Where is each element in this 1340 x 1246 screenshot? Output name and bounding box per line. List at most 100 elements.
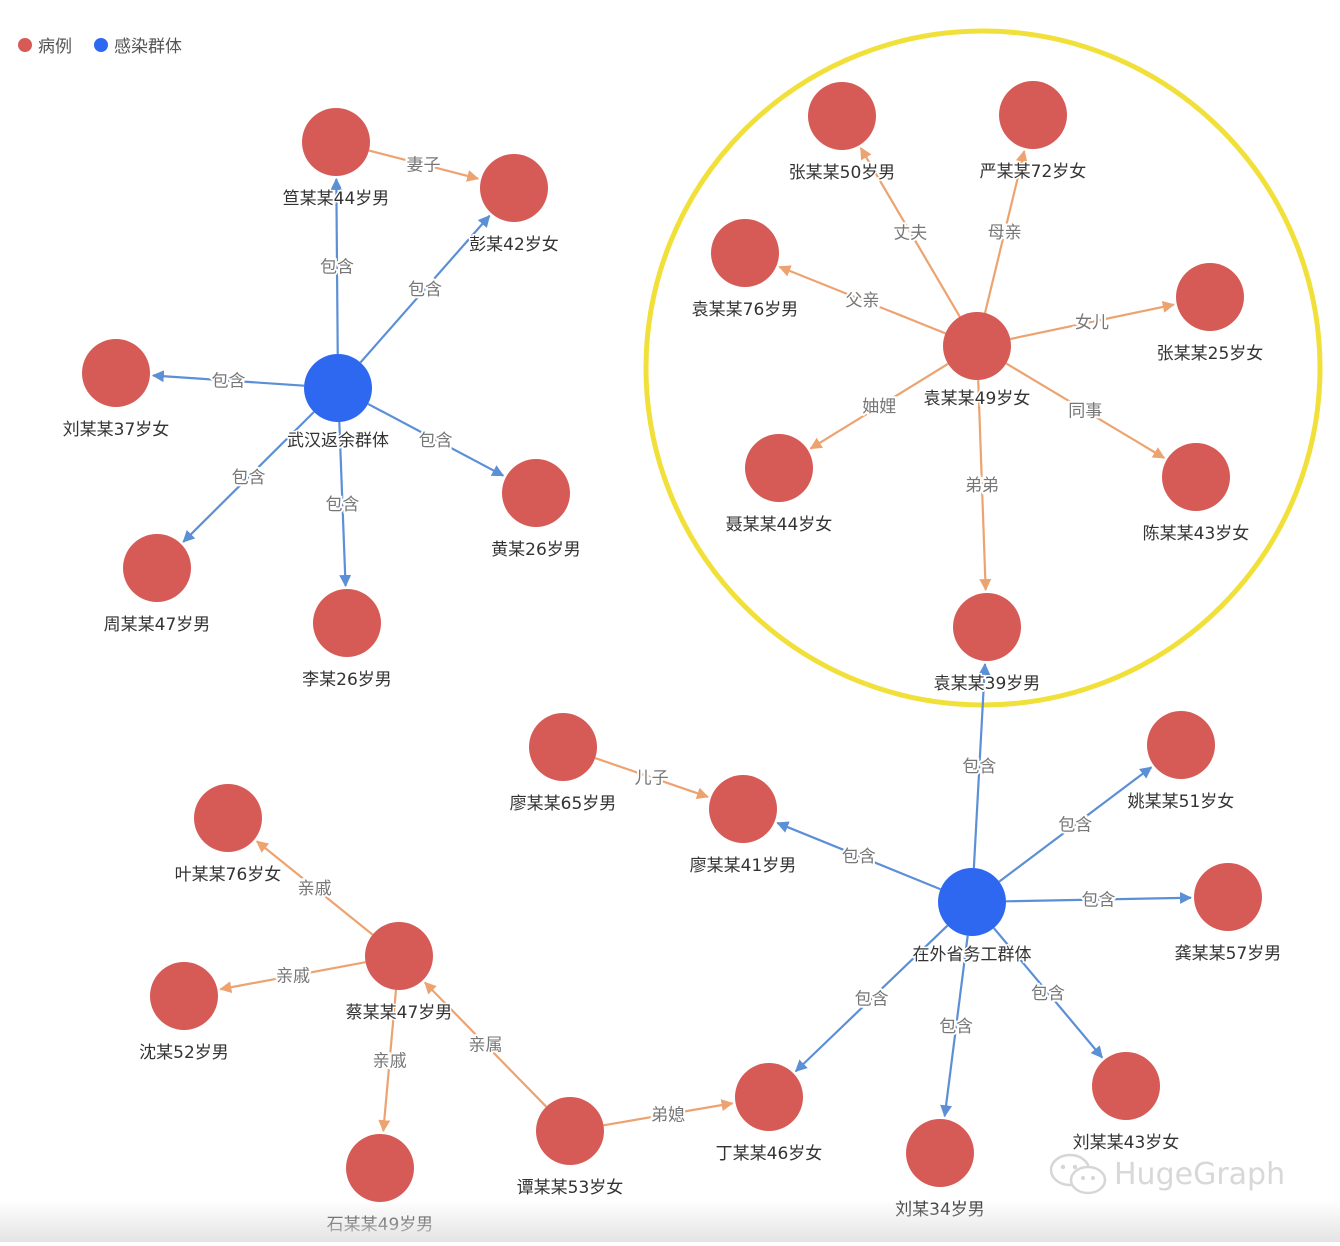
case-node-liao41[interactable] [709, 775, 777, 843]
group-node-wuhan[interactable] [304, 354, 372, 422]
edge-wuhan-zhou47[interactable] [182, 411, 315, 543]
edge-label: 包含 [325, 495, 359, 515]
edge-yuan49-nie44[interactable] [809, 362, 949, 450]
case-node-huang26[interactable] [502, 459, 570, 527]
case-node-chen43[interactable] [1162, 443, 1230, 511]
edge-label: 包含 [1031, 984, 1065, 1004]
case-node-peng42[interactable] [480, 154, 548, 222]
case-node-nie44[interactable] [745, 434, 813, 502]
nodes-layer [82, 81, 1262, 1202]
node-label-waisheng: 在外省务工群体 [913, 945, 1032, 965]
edge-cai47-shen52[interactable] [219, 961, 366, 994]
node-label-ding46: 丁某某46岁女 [716, 1144, 823, 1164]
node-label-yao51: 姚某某51岁女 [1128, 792, 1235, 812]
edge-label: 包含 [855, 989, 889, 1009]
edge-label: 包含 [232, 468, 266, 488]
edge-label: 包含 [1058, 815, 1092, 835]
node-label-zhou47: 周某某47岁男 [104, 615, 211, 635]
case-node-liao65[interactable] [529, 713, 597, 781]
case-node-liu37[interactable] [82, 339, 150, 407]
edge-yuan49-yuan76[interactable] [778, 265, 946, 335]
case-node-li26[interactable] [313, 589, 381, 657]
case-node-yuan76[interactable] [711, 219, 779, 287]
edge-yuan49-zhang50[interactable] [859, 147, 961, 318]
node-label-liu37: 刘某某37岁女 [63, 420, 170, 440]
case-node-xuan44[interactable] [302, 108, 370, 176]
case-node-shen52[interactable] [150, 962, 218, 1030]
case-node-shi49[interactable] [346, 1134, 414, 1202]
edge-xuan44-peng42[interactable] [368, 149, 480, 182]
case-node-liu43[interactable] [1092, 1052, 1160, 1120]
node-labels-layer: 武汉返余群体在外省务工群体笪某某44岁男彭某42岁女刘某某37岁女黄某26岁男周… [61, 161, 1283, 1237]
case-node-ding46[interactable] [735, 1063, 803, 1131]
case-node-gong57[interactable] [1194, 863, 1262, 931]
edge-waisheng-yao51[interactable] [998, 766, 1153, 883]
edge-label: 包含 [962, 757, 996, 777]
edge-cai47-ye76[interactable] [256, 840, 374, 936]
legend-group-dot [94, 37, 108, 52]
watermark-text: HugeGraph [1114, 1156, 1286, 1192]
edge-waisheng-yuan39[interactable] [972, 662, 991, 869]
edge-label: 亲戚 [373, 1052, 407, 1072]
node-label-liu43: 刘某某43岁女 [1073, 1133, 1180, 1153]
node-label-ye76: 叶某某76岁女 [175, 865, 282, 885]
edge-tan53-ding46[interactable] [603, 1099, 734, 1127]
edge-label: 亲属 [469, 1036, 503, 1056]
edge-tan53-cai47[interactable] [424, 981, 548, 1108]
legend-item-group[interactable]: 感染群体 [94, 32, 182, 57]
edge-waisheng-gong57[interactable] [1005, 891, 1193, 904]
edge-wuhan-huang26[interactable] [367, 402, 505, 477]
edge-yuan49-yan72[interactable] [983, 149, 1028, 314]
node-label-cai47: 蔡某某47岁男 [346, 1003, 453, 1023]
edge-wuhan-peng42[interactable] [359, 215, 491, 364]
legend-item-case[interactable]: 病例 [18, 32, 72, 57]
node-label-zhang50: 张某某50岁男 [789, 163, 896, 183]
case-node-yao51[interactable] [1147, 711, 1215, 779]
case-node-zhang25[interactable] [1176, 263, 1244, 331]
node-label-peng42: 彭某42岁女 [469, 235, 559, 255]
case-node-yuan39[interactable] [953, 593, 1021, 661]
case-node-yan72[interactable] [999, 81, 1067, 149]
node-label-liao41: 廖某某41岁男 [690, 856, 797, 876]
group-node-waisheng[interactable] [938, 868, 1006, 936]
edge-yuan49-yuan39[interactable] [977, 379, 992, 592]
legend: 病例 感染群体 [18, 32, 204, 57]
edge-waisheng-liu34[interactable] [940, 935, 969, 1118]
edge-wuhan-xuan44[interactable] [330, 177, 343, 355]
node-label-yuan39: 袁某某39岁男 [934, 674, 1041, 694]
node-label-chen43: 陈某某43岁女 [1143, 524, 1250, 544]
edge-liao65-liao41[interactable] [594, 757, 709, 800]
edge-label: 儿子 [635, 769, 669, 789]
edge-label: 包含 [1082, 891, 1116, 911]
edge-waisheng-ding46[interactable] [794, 924, 949, 1073]
edge-label: 包含 [211, 372, 245, 392]
edge-wuhan-li26[interactable] [338, 421, 352, 588]
node-label-shen52: 沈某52岁男 [139, 1043, 229, 1063]
edge-waisheng-liao41[interactable] [776, 821, 941, 891]
edge-label: 女儿 [1075, 313, 1109, 333]
edge-label: 包含 [320, 257, 354, 277]
edge-waisheng-liu43[interactable] [992, 927, 1104, 1059]
case-node-liu34[interactable] [906, 1119, 974, 1187]
edge-cai47-shi49[interactable] [378, 989, 398, 1133]
case-node-zhang50[interactable] [808, 82, 876, 150]
case-node-ye76[interactable] [194, 784, 262, 852]
edge-wuhan-liu37[interactable] [151, 370, 305, 387]
case-node-tan53[interactable] [536, 1097, 604, 1165]
edges-layer [151, 147, 1193, 1133]
case-node-cai47[interactable] [365, 922, 433, 990]
node-label-tan53: 谭某某53岁女 [517, 1178, 624, 1198]
edge-label: 母亲 [988, 223, 1022, 243]
edge-label: 父亲 [845, 291, 879, 311]
node-label-li26: 李某26岁男 [302, 670, 392, 690]
edge-label: 亲戚 [298, 879, 332, 899]
case-node-zhou47[interactable] [123, 534, 191, 602]
legend-case-label: 病例 [38, 37, 72, 57]
edge-label: 妯娌 [862, 397, 896, 417]
watermark: HugeGraph [1048, 1152, 1285, 1196]
edge-yuan49-zhang25[interactable] [1010, 301, 1175, 341]
case-node-yuan49[interactable] [943, 312, 1011, 380]
edge-yuan49-chen43[interactable] [1005, 362, 1166, 459]
